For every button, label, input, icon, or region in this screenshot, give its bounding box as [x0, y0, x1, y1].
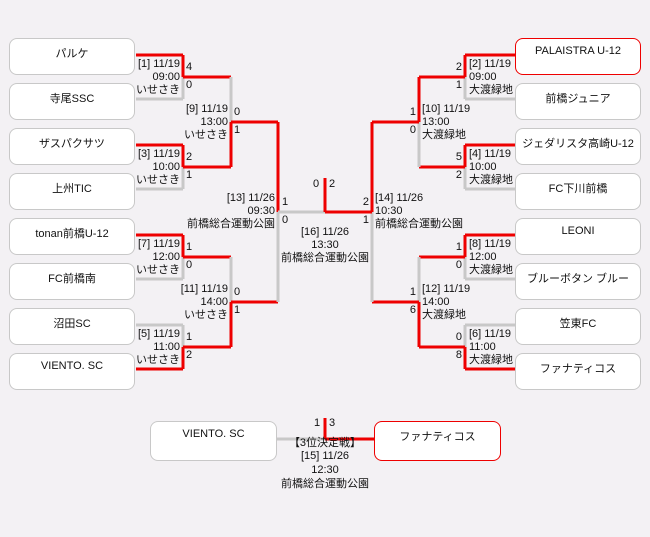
match-venue: いせさき [136, 264, 180, 276]
team-box-right[interactable]: 笠東FC [515, 308, 641, 345]
score-bottom: 1 [362, 214, 369, 226]
final-match-venue: 前橋総合運動公園 [281, 252, 369, 264]
third-place-title: 【3位決定戦】 [288, 437, 362, 449]
final-score-left: 0 [313, 178, 320, 190]
match-number: [5] 11/19 [138, 328, 180, 340]
match-venue: 前橋総合運動公園 [187, 218, 275, 230]
score-bottom: 0 [455, 259, 462, 271]
match-number: [11] 11/19 [180, 283, 228, 295]
team-box-right[interactable]: FC下川前橋 [515, 173, 641, 210]
match-time: 10:00 [469, 161, 497, 173]
score-top: 1 [455, 241, 462, 253]
match-venue: いせさき [136, 354, 180, 366]
match-venue: いせさき [136, 174, 180, 186]
match-venue: いせさき [184, 309, 228, 321]
match-time: 09:00 [152, 71, 180, 83]
score-bottom: 6 [409, 304, 416, 316]
team-box-left[interactable]: 寺尾SSC [9, 83, 135, 120]
score-top: 1 [186, 331, 193, 343]
match-number: [12] 11/19 [422, 283, 471, 295]
match-time: 14:00 [200, 296, 228, 308]
match-venue: 大渡緑地 [422, 129, 466, 141]
match-time: 09:00 [469, 71, 497, 83]
match-time: 10:00 [152, 161, 180, 173]
score-top: 0 [455, 331, 462, 343]
score-top: 1 [186, 241, 193, 253]
team-box-right[interactable]: LEONI [515, 218, 641, 255]
score-top: 4 [186, 61, 193, 73]
score-bottom: 0 [186, 259, 193, 271]
final-match-time: 13:30 [311, 239, 339, 251]
score-bottom: 8 [455, 349, 462, 361]
match-number: [7] 11/19 [138, 238, 180, 250]
match-time: 12:00 [469, 251, 497, 263]
match-time: 13:00 [422, 116, 450, 128]
match-time: 10:30 [375, 205, 403, 217]
score-top: 2 [455, 61, 462, 73]
match-venue: 前橋総合運動公園 [375, 218, 463, 230]
team-box-right[interactable]: ファナティコス [515, 353, 641, 390]
final-score-right: 2 [329, 178, 336, 190]
match-number: [1] 11/19 [138, 58, 180, 70]
score-bottom: 1 [234, 124, 241, 136]
team-box-left[interactable]: 上州TIC [9, 173, 135, 210]
match-venue: 大渡緑地 [469, 264, 513, 276]
score-top: 5 [455, 151, 462, 163]
match-number: [6] 11/19 [469, 328, 511, 340]
team-box-right[interactable]: 前橋ジュニア [515, 83, 641, 120]
final-match-number: [16] 11/26 [300, 226, 350, 238]
match-venue: 大渡緑地 [469, 354, 513, 366]
match-number: [10] 11/19 [422, 103, 471, 115]
third-place-number: [15] 11/26 [300, 450, 350, 462]
score-top: 2 [362, 196, 369, 208]
third-place-venue: 前橋総合運動公園 [281, 478, 369, 490]
score-top: 1 [409, 106, 416, 118]
score-bottom: 1 [234, 304, 241, 316]
score-bottom: 2 [455, 169, 462, 181]
match-time: 12:00 [152, 251, 180, 263]
team-box-left[interactable]: 沼田SC [9, 308, 135, 345]
third-place-team-right[interactable]: ファナティコス [374, 421, 501, 461]
third-place-score-right: 3 [329, 417, 336, 429]
match-time: 13:00 [200, 116, 228, 128]
score-top: 0 [234, 286, 241, 298]
third-place-score-left: 1 [314, 417, 321, 429]
third-place-time: 12:30 [311, 464, 339, 476]
score-bottom: 0 [186, 79, 193, 91]
team-box-left[interactable]: ザスパクサツ [9, 128, 135, 165]
match-number: [13] 11/26 [226, 192, 275, 204]
match-venue: いせさき [136, 84, 180, 96]
score-top: 0 [234, 106, 241, 118]
match-number: [4] 11/19 [469, 148, 511, 160]
score-top: 2 [186, 151, 193, 163]
score-bottom: 1 [455, 79, 462, 91]
match-number: [3] 11/19 [138, 148, 180, 160]
match-number: [9] 11/19 [186, 103, 228, 115]
score-top: 1 [282, 196, 289, 208]
team-box-left[interactable]: tonan前橋U-12 [9, 218, 135, 255]
score-bottom: 0 [282, 214, 289, 226]
team-box-left[interactable]: VIENTO. SC [9, 353, 135, 390]
match-venue: 大渡緑地 [469, 174, 513, 186]
team-box-right[interactable]: ジェダリスタ高崎U-12 [515, 128, 641, 165]
third-place-team-left[interactable]: VIENTO. SC [150, 421, 277, 461]
score-bottom: 0 [409, 124, 416, 136]
match-number: [2] 11/19 [469, 58, 511, 70]
team-box-right[interactable]: ブルーボタン ブルー [515, 263, 641, 300]
team-box-left[interactable]: パルケ [9, 38, 135, 75]
match-venue: いせさき [184, 129, 228, 141]
score-bottom: 1 [186, 169, 193, 181]
match-time: 11:00 [469, 341, 496, 353]
match-time: 11:00 [153, 341, 180, 353]
match-number: [8] 11/19 [469, 238, 511, 250]
score-top: 1 [409, 286, 416, 298]
match-number: [14] 11/26 [375, 192, 424, 204]
team-box-right[interactable]: PALAISTRA U-12 [515, 38, 641, 75]
score-bottom: 2 [186, 349, 193, 361]
match-time: 09:30 [247, 205, 275, 217]
match-time: 14:00 [422, 296, 450, 308]
match-venue: 大渡緑地 [422, 309, 466, 321]
team-box-left[interactable]: FC前橋南 [9, 263, 135, 300]
match-venue: 大渡緑地 [469, 84, 513, 96]
